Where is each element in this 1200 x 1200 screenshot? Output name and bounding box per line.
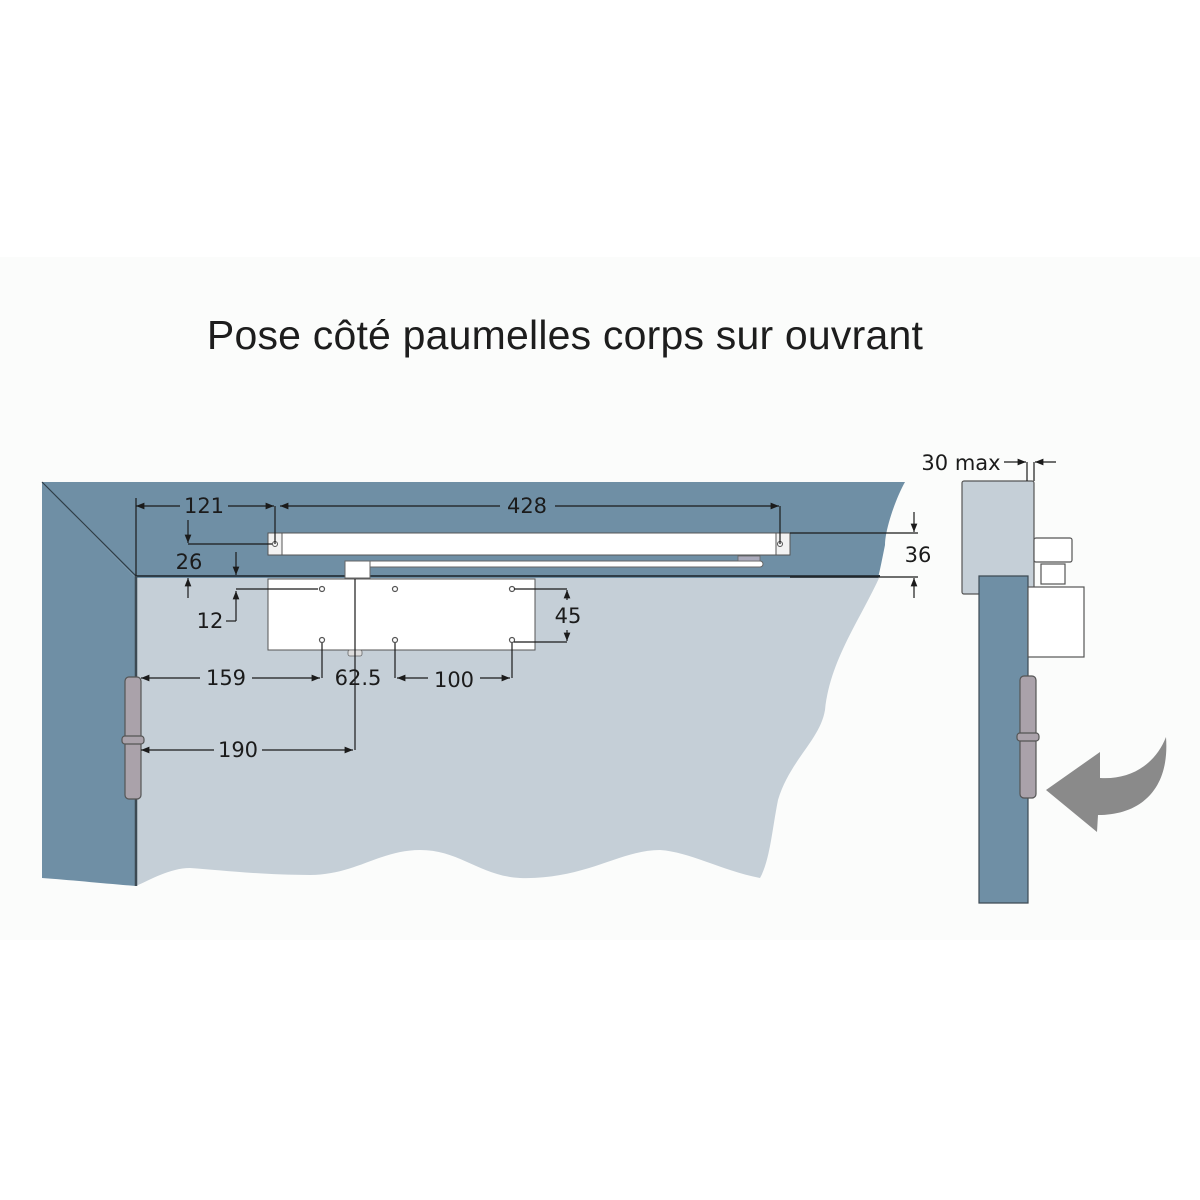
side-view: 30 max (921, 451, 1167, 904)
dim-26: 26 (176, 550, 203, 574)
guide-rail (267, 532, 791, 556)
dim-45: 45 (555, 604, 582, 628)
dim-62-5: 62.5 (335, 666, 382, 690)
diagram-title: Pose côté paumelles corps sur ouvrant (206, 312, 924, 358)
frame-jamb (42, 482, 136, 886)
dim-159: 159 (206, 666, 246, 690)
sliding-arm (344, 560, 764, 568)
dim-100: 100 (434, 668, 474, 692)
dim-12: 12 (197, 609, 224, 633)
side-door-leaf (978, 575, 1029, 904)
hinge-icon (121, 676, 145, 800)
side-closer-body (1027, 586, 1085, 658)
dim-190: 190 (218, 738, 258, 762)
dim-121: 121 (184, 494, 224, 518)
dim-428: 428 (507, 494, 547, 518)
opening-direction-arrow-icon (1046, 737, 1167, 832)
closer-body (267, 578, 536, 651)
front-view: 121 428 26 12 36 45 159 62.5 100 190 (41, 481, 932, 886)
dim-36: 36 (905, 543, 932, 567)
hinge-icon (1016, 675, 1040, 799)
dim-30-max: 30 max (921, 451, 1000, 475)
